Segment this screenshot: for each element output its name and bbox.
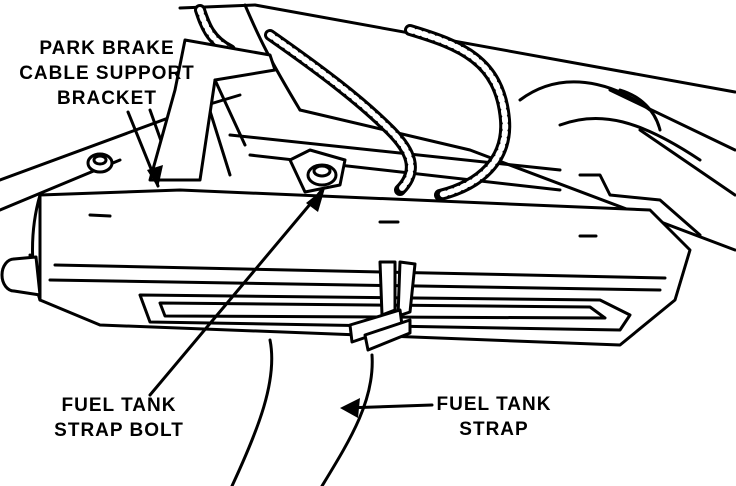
label-line: PARK BRAKE bbox=[39, 38, 175, 59]
leader-strap bbox=[343, 403, 434, 410]
filler-neck bbox=[0, 255, 42, 297]
strap-bolt bbox=[288, 148, 347, 194]
fuel-tank-strap-bolt-label: FUEL TANK STRAP BOLT bbox=[44, 393, 194, 443]
label-line: FUEL TANK bbox=[61, 395, 177, 416]
park-brake-bracket bbox=[86, 38, 277, 182]
leader-strap-bolt bbox=[148, 188, 324, 397]
label-line: CABLE SUPPORT bbox=[19, 63, 195, 84]
wiring-harness bbox=[194, 4, 512, 201]
arrow-strap-bolt bbox=[306, 188, 325, 212]
fuel-tank-strap-label: FUEL TANK STRAP bbox=[426, 392, 562, 442]
fuel-tank-strap bbox=[348, 260, 417, 352]
label-line: FUEL TANK bbox=[436, 394, 552, 415]
fuel-tank bbox=[28, 188, 692, 347]
label-line: STRAP bbox=[459, 419, 529, 440]
label-line: STRAP BOLT bbox=[54, 420, 184, 441]
arrow-strap bbox=[340, 398, 360, 418]
arrow-park-brake bbox=[147, 165, 163, 188]
label-line: BRACKET bbox=[57, 88, 157, 109]
arrowheads bbox=[147, 165, 360, 418]
park-brake-bracket-label: PARK BRAKE CABLE SUPPORT BRACKET bbox=[18, 36, 196, 111]
